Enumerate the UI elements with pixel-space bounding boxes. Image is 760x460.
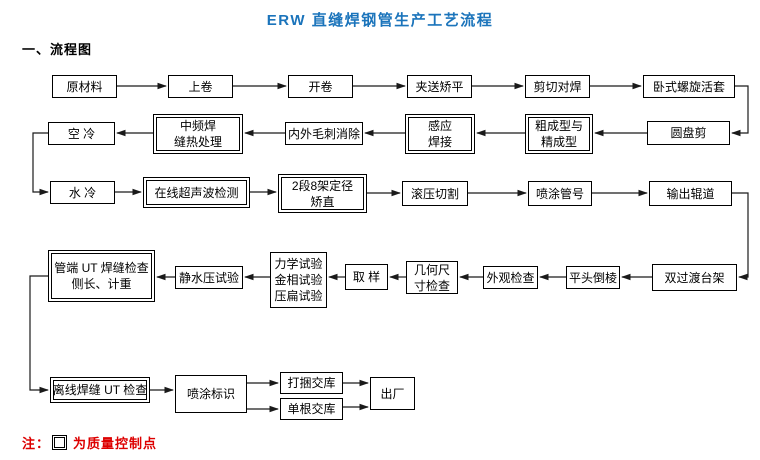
- flow-node-water-cooling: 水 冷: [50, 181, 115, 204]
- flow-node-marking-spraying: 喷涂标识: [175, 375, 247, 413]
- flow-node-roll-cutting: 滚压切割: [402, 181, 468, 206]
- flow-node-label: 感应: [427, 119, 452, 133]
- legend-note: 注： 为质量控制点: [22, 433, 157, 452]
- flow-node-raw-material: 原材料: [52, 75, 117, 98]
- flow-node-pipe-end-ut: 管端 UT 焊缝检查侧长、计重: [48, 250, 155, 302]
- flow-node-induction-welding: 感应焊接: [405, 114, 475, 154]
- flow-node-coil-loading: 上卷: [168, 75, 233, 98]
- flow-node-label: 精成型: [540, 135, 577, 149]
- flow-node-label: 2段8架定径: [291, 178, 354, 193]
- flow-node-double-transfer-rack: 双过渡台架: [652, 264, 737, 291]
- flow-node-mf-seam-heat-treatment: 中频焊缝热处理: [153, 114, 243, 154]
- flow-node-label: 出厂: [380, 386, 405, 401]
- flow-node-label: 侧长、计重: [71, 277, 132, 291]
- flow-node-facing-beveling: 平头倒棱: [566, 266, 620, 289]
- flow-node-label: 压扁试验: [274, 289, 323, 303]
- flow-node-label: 在线超声波检测: [154, 185, 239, 200]
- flow-node-horizontal-spiral-looper: 卧式螺旋活套: [643, 75, 735, 98]
- flow-node-single-delivery: 单根交库: [280, 398, 343, 420]
- connector-air-cooling-to-water-cooling: [32, 132, 49, 196]
- note-prefix: 注：: [22, 436, 51, 451]
- flow-node-label: 输出辊道: [666, 186, 715, 201]
- flow-node-sampling: 取 样: [345, 264, 388, 290]
- flow-node-label: 双过渡台架: [664, 270, 725, 285]
- flow-node-offline-seam-ut: 离线焊缝 UT 检查: [50, 377, 150, 403]
- connector-output-roller-table-to-double-transfer-rack: [732, 192, 749, 281]
- flow-node-label: 平头倒棱: [568, 270, 617, 285]
- flow-node-label: 粗成型与: [534, 119, 583, 133]
- flow-node-label: 焊接: [427, 135, 452, 149]
- flow-node-sizing-straightening: 2段8架定径矫直: [278, 174, 367, 213]
- flow-node-output-roller-table: 输出辊道: [649, 181, 732, 206]
- flow-node-shipment: 出厂: [370, 377, 415, 410]
- flow-node-air-cooling: 空 冷: [48, 122, 115, 145]
- flow-node-label: 金相试验: [274, 273, 323, 287]
- flow-node-pipe-number-spraying: 喷涂管号: [528, 181, 592, 206]
- note-text: 为质量控制点: [73, 436, 158, 451]
- flow-node-label: 力学试验: [274, 257, 323, 271]
- flow-node-label: 剪切对焊: [533, 79, 582, 94]
- flow-node-lab-tests: 力学试验金相试验压扁试验: [270, 252, 327, 308]
- flow-node-label: 夹送矫平: [415, 79, 464, 94]
- flow-node-bundle-delivery: 打捆交库: [280, 372, 343, 394]
- flow-node-label: 取 样: [352, 270, 381, 284]
- flow-node-label: 内外毛刺消除: [287, 126, 360, 141]
- flow-node-burr-removal: 内外毛刺消除: [285, 122, 363, 145]
- flow-node-label: 原材料: [66, 79, 103, 94]
- flow-node-label: 空 冷: [67, 126, 96, 141]
- flow-node-label: 圆盘剪: [670, 126, 707, 140]
- flow-node-visual-inspection: 外观检查: [483, 266, 538, 289]
- flow-node-uncoiling: 开卷: [288, 75, 353, 98]
- flow-node-label: 卧式螺旋活套: [652, 79, 725, 94]
- flow-node-label: 滚压切割: [410, 186, 459, 201]
- section-label-flowchart: 一、流程图: [22, 42, 93, 57]
- flow-node-label: 离线焊缝 UT 检查: [52, 383, 148, 397]
- flow-node-online-ut: 在线超声波检测: [143, 177, 250, 208]
- flow-node-label: 打捆交库: [287, 376, 336, 390]
- flow-node-label: 寸检查: [413, 278, 450, 293]
- flow-node-rough-fine-forming: 粗成型与精成型: [525, 114, 593, 154]
- flow-node-label: 水 冷: [68, 185, 97, 200]
- flow-node-label: 单根交库: [287, 402, 336, 416]
- page-title: ERW 直缝焊钢管生产工艺流程: [266, 12, 494, 29]
- flow-node-label: 静水压试验: [178, 270, 239, 285]
- flow-node-label: 中频焊: [179, 119, 216, 133]
- quality-control-point-symbol: [52, 435, 68, 450]
- flow-node-label: 喷涂管号: [535, 186, 584, 201]
- flow-node-label: 上卷: [188, 79, 213, 94]
- connector-pipe-end-ut-to-offline-seam-ut: [29, 275, 49, 394]
- flow-node-shear-butt-welding: 剪切对焊: [525, 75, 590, 98]
- flow-node-label: 外观检查: [486, 270, 535, 285]
- flow-node-dimension-check: 几何尺寸检查: [406, 261, 458, 294]
- flow-node-label: 几何尺: [413, 262, 450, 277]
- flow-node-label: 喷涂标识: [186, 387, 235, 401]
- flow-node-disc-shear: 圆盘剪: [647, 121, 730, 145]
- flow-node-label: 管端 UT 焊缝检查: [54, 261, 149, 275]
- flow-node-label: 开卷: [308, 79, 333, 94]
- connector-horizontal-spiral-looper-to-disc-shear: [731, 85, 749, 137]
- flow-node-label: 矫直: [310, 194, 335, 209]
- flow-node-pinch-leveling: 夹送矫平: [407, 75, 472, 98]
- flow-node-label: 缝热处理: [173, 135, 222, 149]
- flow-node-hydrostatic-test: 静水压试验: [175, 266, 243, 289]
